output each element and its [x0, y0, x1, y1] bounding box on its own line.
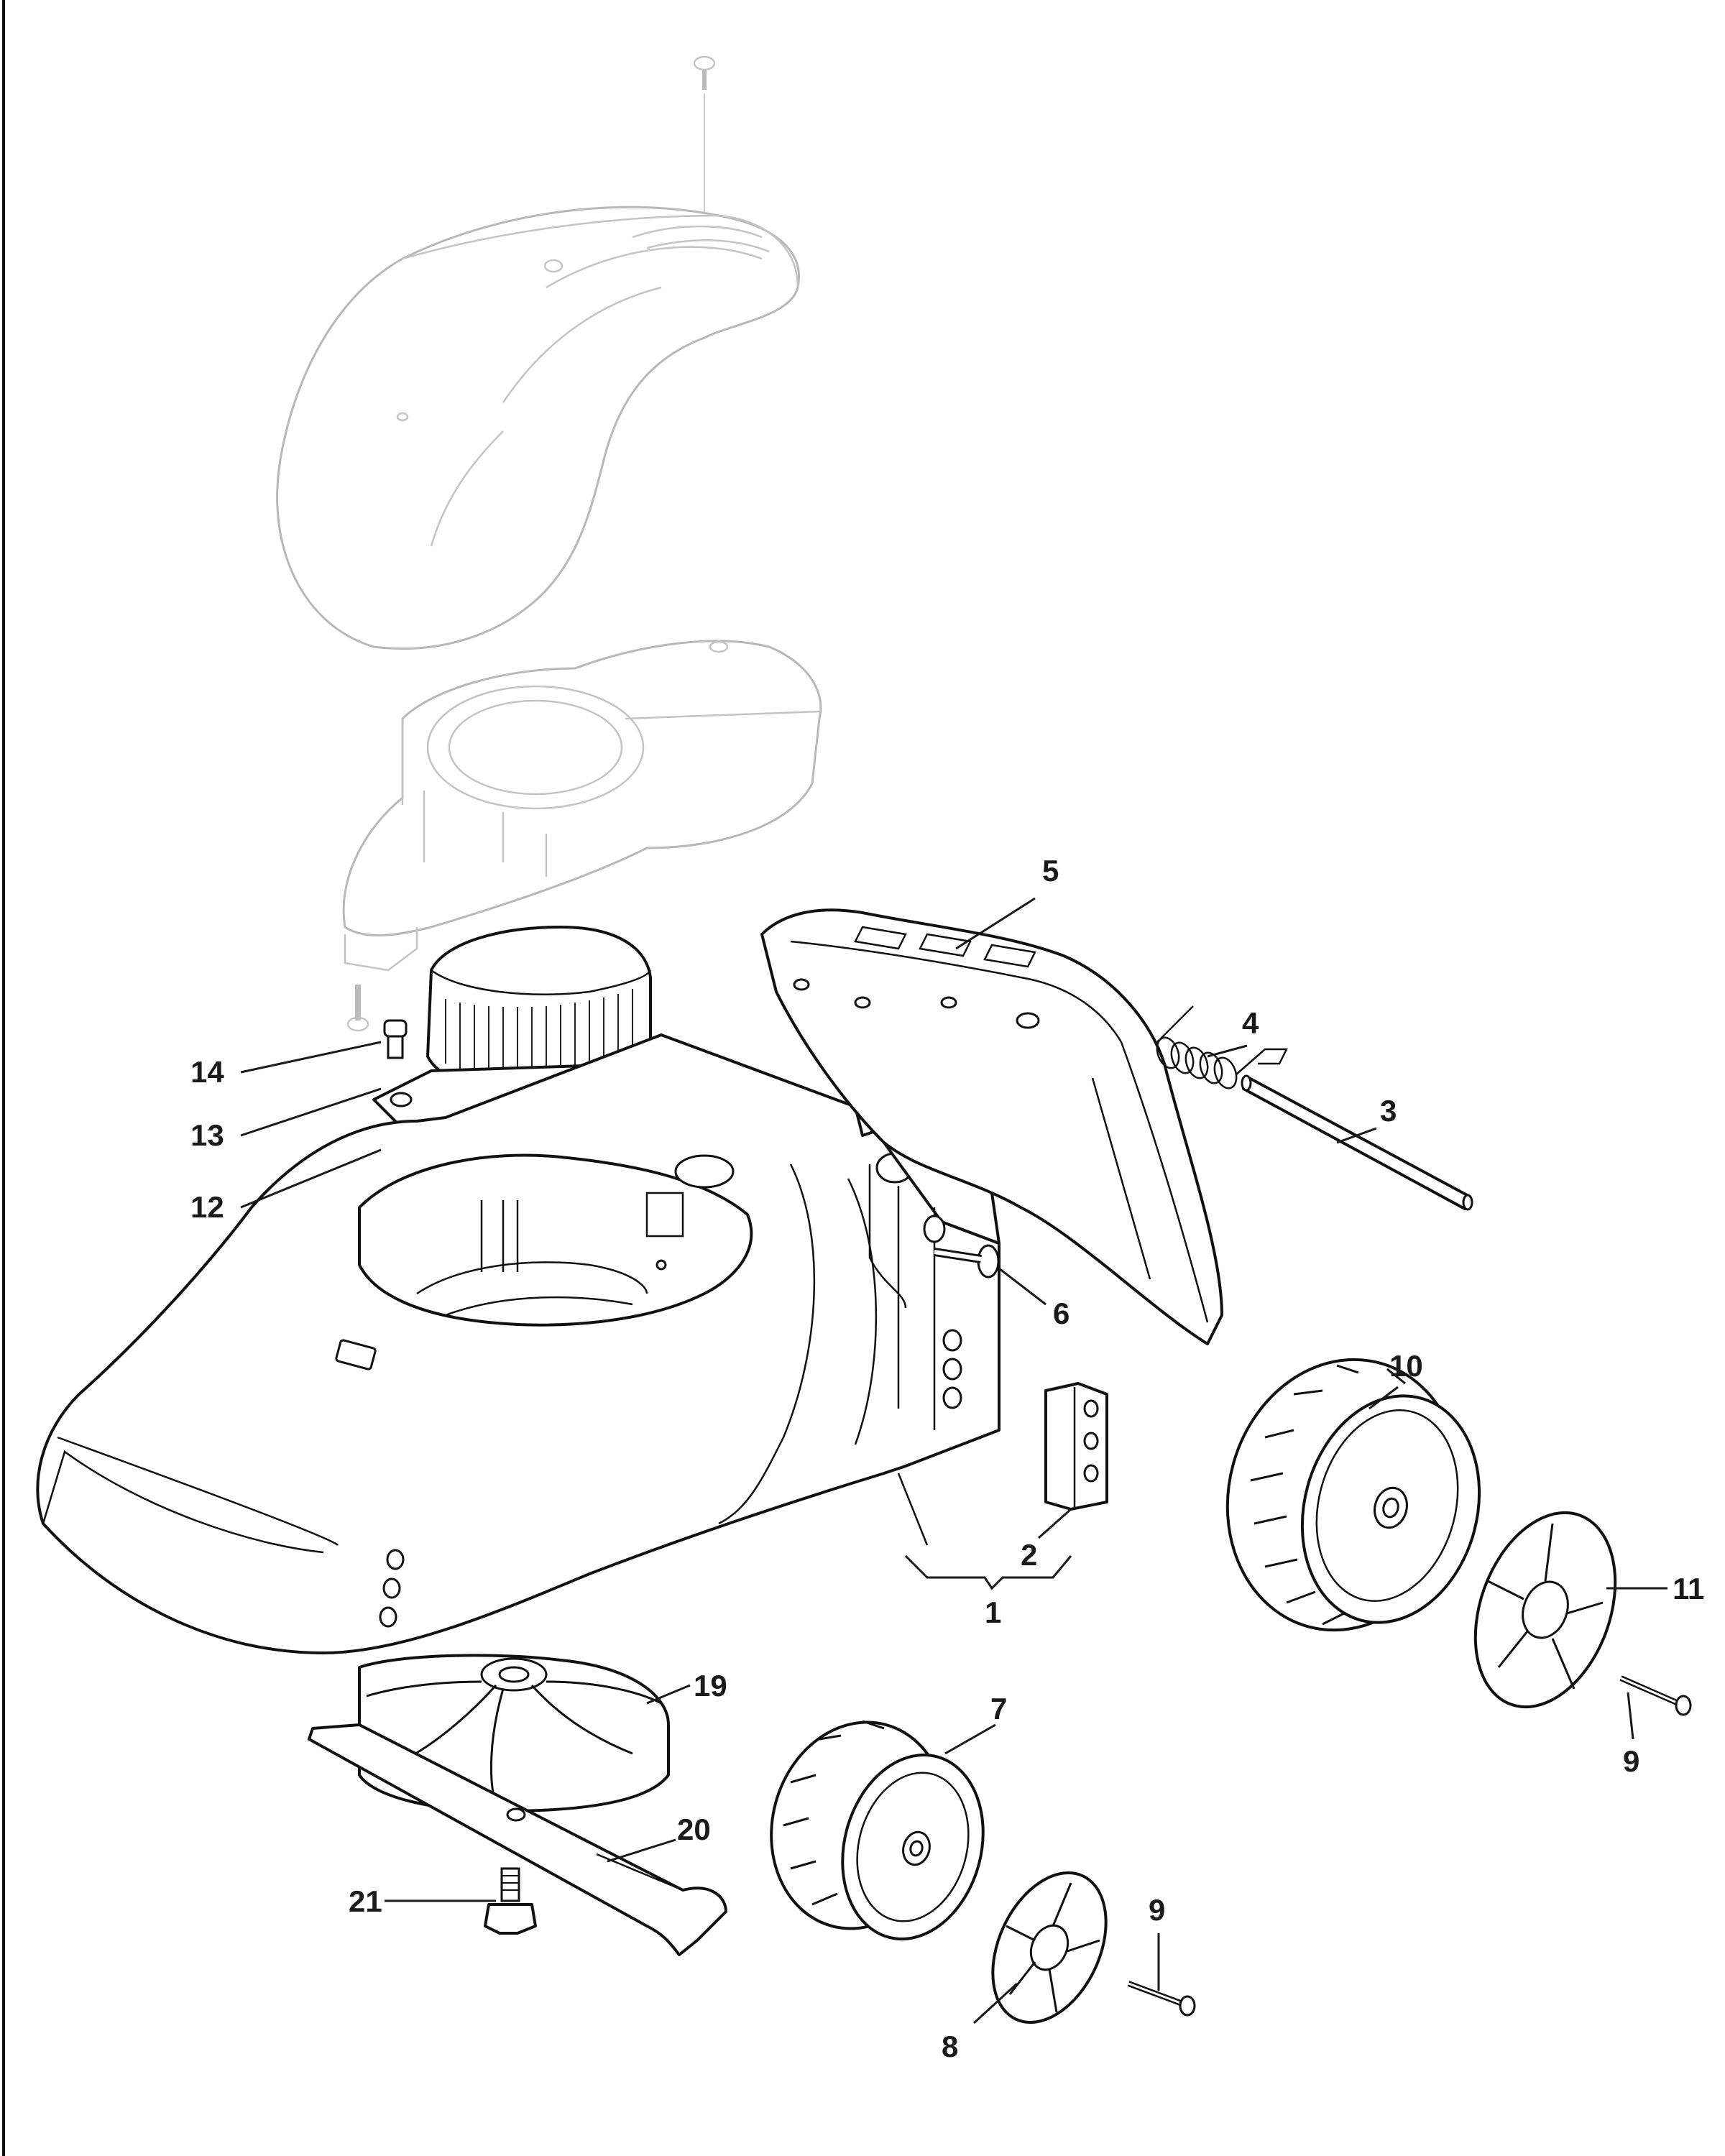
leader-5 [955, 897, 1036, 950]
mower-deck [36, 1033, 1000, 1654]
part-3-rod [1241, 1074, 1473, 1211]
leader-19 [646, 1684, 691, 1705]
callout-14: 14 [190, 1055, 224, 1089]
part-9-bolt-right [1619, 1675, 1692, 1716]
top-screw [693, 55, 716, 216]
callout-6: 6 [1053, 1296, 1070, 1330]
part-10-rear-wheel [1225, 1358, 1481, 1632]
part-6-screw [934, 1244, 1000, 1279]
callout-7: 7 [990, 1692, 1007, 1726]
part-5-rear-flap [760, 908, 1223, 1345]
leader-7 [944, 1723, 996, 1755]
leader-4 [1207, 1044, 1248, 1058]
housing-screw [346, 985, 369, 1032]
callout-11: 11 [1673, 1572, 1704, 1606]
callout-4: 4 [1242, 1006, 1259, 1040]
callout-20: 20 [677, 1812, 711, 1846]
callout-9-right: 9 [1623, 1744, 1639, 1778]
callout-21: 21 [349, 1884, 382, 1918]
part-9-bolt-left [1127, 1981, 1196, 2017]
callout-labels: 14 13 12 5 4 3 6 2 1 10 11 9 19 7 20 21 … [190, 854, 1704, 2063]
callout-9-left: 9 [1149, 1893, 1165, 1927]
callout-3: 3 [1380, 1094, 1397, 1128]
callout-10: 10 [1389, 1349, 1423, 1383]
leader-20 [607, 1838, 676, 1863]
leader-14 [240, 1041, 382, 1074]
callout-12: 12 [190, 1190, 224, 1224]
leader-9a [1627, 1692, 1634, 1740]
part-20-blade [308, 1723, 727, 1956]
part-21-bolt [484, 1867, 537, 1935]
part-2-bracket [1044, 1382, 1108, 1511]
part-4-spring [1156, 1005, 1289, 1089]
motor-top-cover [276, 206, 800, 650]
callout-13: 13 [190, 1118, 224, 1152]
leader-13 [240, 1087, 382, 1137]
leader-3 [1336, 1127, 1377, 1144]
fan-housing [342, 640, 822, 972]
part-8-wheel-cap [991, 1871, 1108, 2024]
callout-5: 5 [1042, 854, 1059, 888]
leader-12 [240, 1148, 382, 1209]
leader-1 [904, 1554, 1072, 1590]
leader-lines [240, 897, 1668, 2024]
leader-10 [1368, 1386, 1399, 1410]
part-7-front-wheel [770, 1720, 985, 1940]
part-14-screw [383, 1019, 408, 1059]
callout-19: 19 [694, 1669, 727, 1703]
callout-2: 2 [1021, 1538, 1037, 1572]
leader-6 [998, 1267, 1046, 1306]
leader-2 [1038, 1508, 1072, 1539]
leader-8 [972, 1982, 1018, 2024]
part-11-wheel-cap [1473, 1511, 1617, 1709]
callout-1: 1 [985, 1595, 1001, 1629]
callout-8: 8 [942, 2030, 958, 2063]
